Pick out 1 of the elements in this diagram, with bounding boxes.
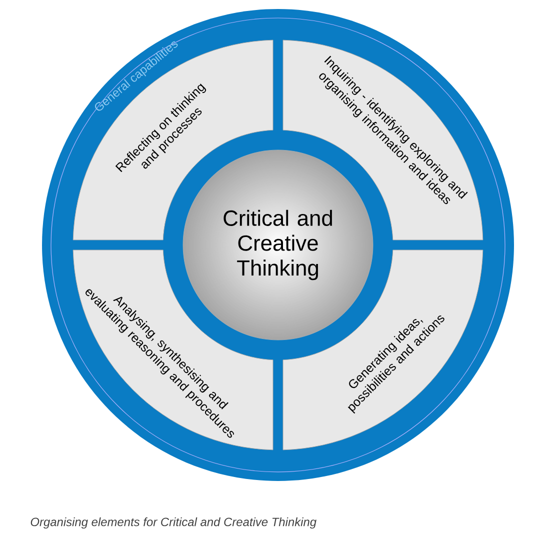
caption: Organising elements for Critical and Creative Thinking [30, 517, 316, 529]
